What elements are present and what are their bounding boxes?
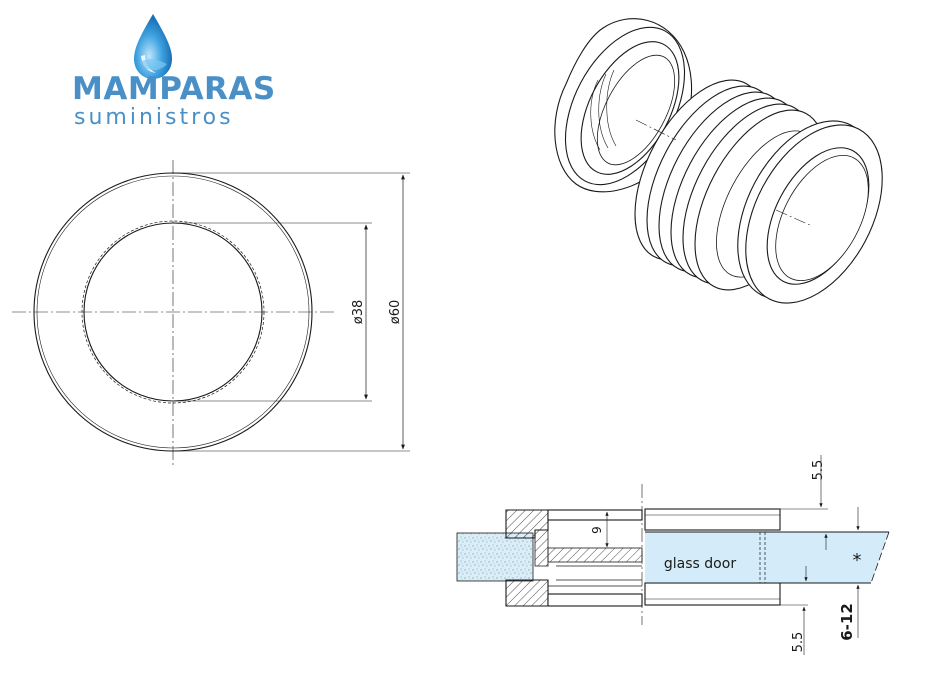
bottom-flange-label: 5.5 [791, 632, 806, 653]
glass-door-label: glass door [664, 556, 736, 572]
brand-name: MAMPARAS [72, 71, 276, 107]
wall-material [456, 532, 534, 582]
thickness-label: 6-12 [838, 603, 856, 641]
inner-diameter-label: ø38 [351, 300, 366, 325]
depth-label: 9 [590, 526, 604, 534]
glass-panel [645, 532, 889, 583]
water-drop-icon [134, 14, 172, 79]
top-flange-label: 5.5 [811, 460, 826, 481]
brand-tagline: suministros [74, 105, 234, 130]
asterisk-label: * [853, 550, 862, 571]
isometric-view [554, 18, 883, 304]
logo: MAMPARAS suministros [72, 71, 276, 130]
right-flange [737, 120, 883, 304]
outer-diameter-label: ø60 [388, 300, 403, 325]
section-view [456, 455, 890, 655]
front-view [12, 160, 410, 466]
